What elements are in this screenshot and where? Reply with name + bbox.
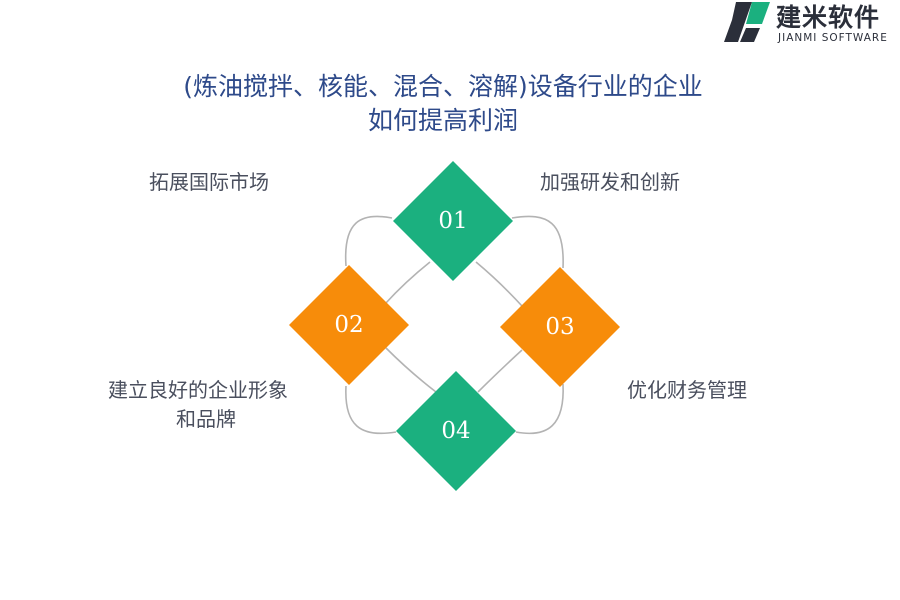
node-04-number: 04 [441, 418, 470, 444]
connector-bottom-left [345, 385, 397, 435]
page-title-line2: 如何提高利润 [367, 106, 518, 135]
node-03-diamond [500, 267, 620, 387]
node-04: 04 [396, 371, 516, 491]
node-01-diamond [393, 161, 513, 281]
node-01-label: 加强研发和创新 [540, 170, 680, 194]
connector-inner-top-right [475, 261, 523, 307]
brand-name-en: JIANMI SOFTWARE [778, 32, 888, 44]
connector-lines [344, 215, 564, 435]
node-02-number: 02 [334, 312, 363, 338]
node-04-label-line1: 建立良好的企业形象 [108, 378, 288, 402]
connector-inner-left-bottom [385, 347, 437, 393]
connector-inner-top-left [384, 261, 431, 305]
node-04-label-line2: 和品牌 [176, 407, 236, 431]
node-02-diamond [289, 265, 409, 385]
node-02-label: 拓展国际市场 [149, 170, 269, 194]
node-03: 03 [500, 267, 620, 387]
node-03-label: 优化财务管理 [627, 378, 747, 402]
brand-logo-icon [724, 2, 770, 42]
node-04-diamond [396, 371, 516, 491]
connector-inner-right-bottom [477, 349, 523, 393]
connector-top-right [511, 215, 564, 269]
connector-left-top [344, 215, 393, 267]
node-01-number: 01 [438, 208, 467, 234]
page-title-line1: (炼油搅拌、核能、混合、溶解)设备行业的企业 [183, 72, 703, 101]
node-02: 02 [289, 265, 409, 385]
connector-right-bottom [515, 383, 564, 435]
brand-logo: 建米软件 JIANMI SOFTWARE [722, 0, 900, 46]
node-03-number: 03 [545, 314, 574, 340]
node-01: 01 [393, 161, 513, 281]
brand-name-cn: 建米软件 [776, 3, 881, 32]
